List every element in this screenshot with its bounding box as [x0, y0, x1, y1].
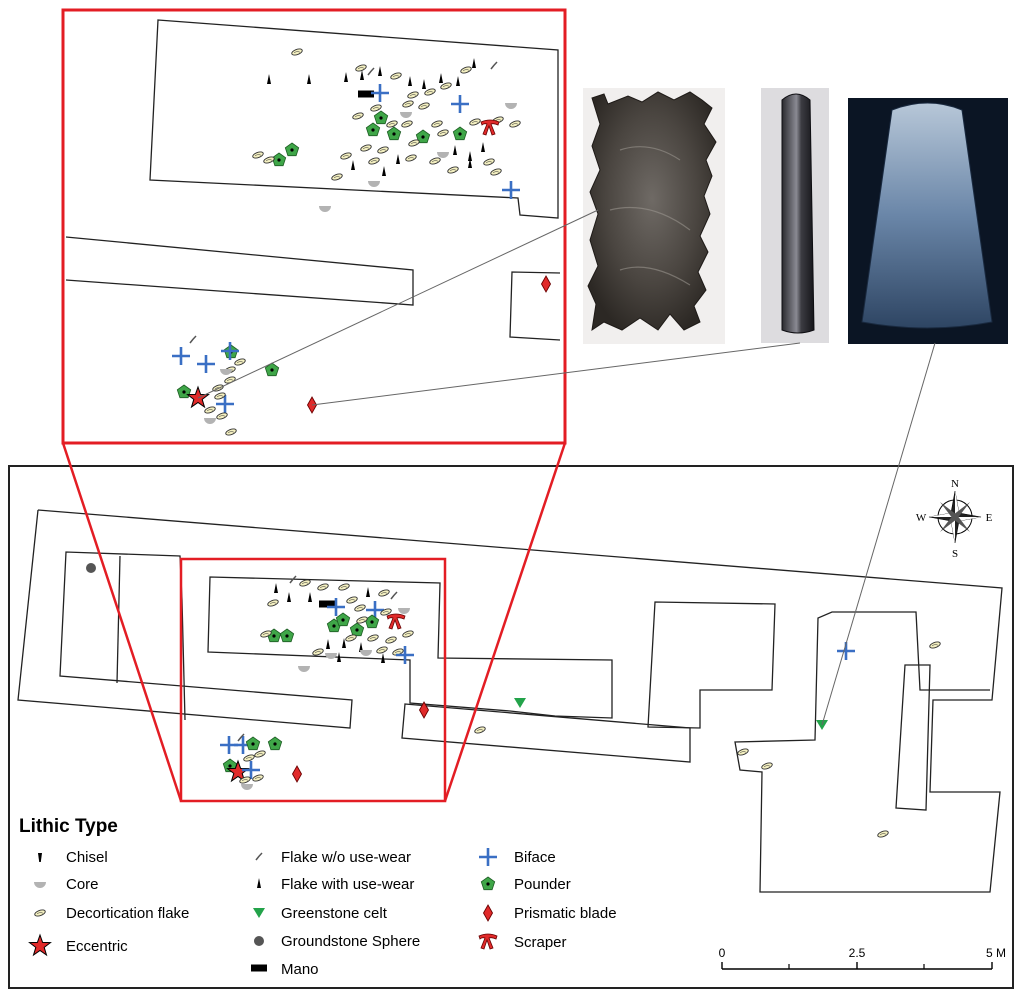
legend-prismatic-blade: Prismatic blade: [514, 905, 617, 922]
leader-eccentric: [197, 209, 599, 399]
scale-bar: 0 2.5 5 M: [719, 946, 1006, 970]
legend-pounder: Pounder: [514, 876, 571, 893]
greenstone-celt-shape: [861, 102, 993, 329]
inset-connector-right: [443, 442, 567, 802]
compass-e: E: [986, 512, 993, 524]
east-room-b: [895, 664, 931, 811]
compass-n: N: [951, 478, 959, 490]
eccentric-flint-photo: [583, 88, 725, 344]
legend-biface: Biface: [514, 849, 556, 866]
artifact-sphere: [86, 563, 96, 573]
scale-label-5m: 5 M: [986, 946, 1006, 960]
legend-chisel: Chisel: [66, 849, 108, 866]
inset-east-stub: [509, 271, 561, 341]
inset-building-outlines: [65, 19, 561, 341]
west-divider: [116, 555, 121, 684]
legend-flake-with-use-wear: Flake with use-wear: [281, 876, 414, 893]
compass-w: W: [916, 512, 927, 524]
legend-mano: Mano: [281, 961, 319, 978]
inset-connector-left: [61, 442, 183, 802]
inset-north-room: [149, 19, 559, 219]
compass-s: S: [952, 548, 958, 560]
legend-greenstone-celt: Greenstone celt: [281, 905, 388, 922]
inset-frame: [61, 8, 567, 445]
scale-label-2-5: 2.5: [849, 946, 866, 960]
leader-prismatic-blade: [311, 342, 801, 406]
legend-decortication-flake: Decortication flake: [66, 905, 189, 922]
photo-leader-lines: [197, 209, 936, 726]
east-room-a: [647, 601, 776, 729]
legend: Lithic Type Chisel Core Decortication fl…: [19, 816, 617, 978]
compass-rose: N S E W: [916, 478, 993, 560]
inset-west-range: [65, 236, 414, 306]
west-wall-room: [37, 509, 1003, 893]
legend-groundstone-sphere: Groundstone Sphere: [281, 933, 420, 950]
south-corridor: [401, 703, 691, 763]
prismatic-blade-shape: [781, 93, 815, 334]
prismatic-blade-photo: [761, 88, 829, 343]
legend-eccentric: Eccentric: [66, 938, 128, 955]
main-map-frame: [8, 465, 1014, 989]
greenstone-celt-photo: [848, 98, 1008, 344]
legend-title: Lithic Type: [19, 816, 118, 837]
legend-scraper: Scraper: [514, 934, 567, 951]
compass-star-highlight: [929, 491, 981, 543]
inset-indicator-box: [179, 557, 447, 803]
scale-label-0: 0: [719, 946, 726, 960]
leader-greenstone-celt: [821, 342, 936, 726]
legend-flake-wo-use-wear: Flake w/o use-wear: [281, 849, 411, 866]
legend-core: Core: [66, 876, 99, 893]
compass-diagonals: [940, 502, 970, 532]
